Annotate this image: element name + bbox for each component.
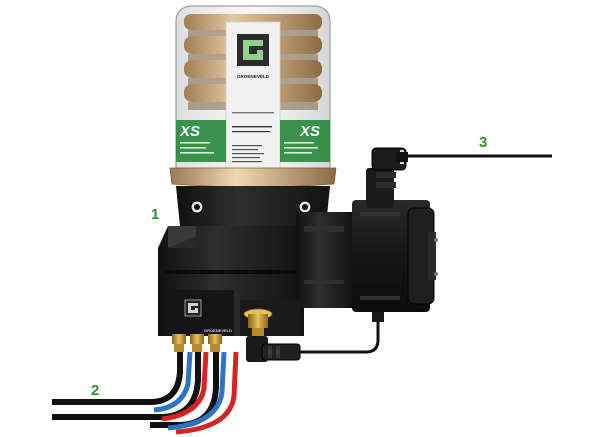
callout-2: 2 bbox=[91, 382, 99, 399]
reservoir-brand-text: GROENEVELD bbox=[237, 74, 270, 79]
xs-model-right: XS bbox=[299, 123, 320, 140]
electrical-connector-icon bbox=[366, 147, 408, 208]
xs-model-left: XS bbox=[179, 123, 200, 140]
brand-logo-icon bbox=[237, 34, 269, 66]
callout-1: 1 bbox=[151, 206, 159, 223]
label-fine-print bbox=[232, 112, 274, 163]
callout-3: 3 bbox=[479, 134, 487, 151]
motor bbox=[352, 147, 438, 312]
pump-housing: GROENEVELD bbox=[158, 186, 354, 336]
brass-fitting-icon bbox=[172, 334, 222, 352]
xs-label-band: XS XS bbox=[176, 120, 330, 162]
hose-bundle bbox=[52, 350, 239, 435]
sensor-cable bbox=[300, 312, 384, 354]
body-brand-text: GROENEVELD bbox=[204, 328, 232, 333]
bleed-nipple-icon bbox=[243, 308, 273, 336]
reservoir: GROENEVELD XS XS bbox=[169, 5, 337, 188]
sensor-connector bbox=[246, 336, 301, 362]
brand-logo-icon bbox=[184, 299, 202, 317]
